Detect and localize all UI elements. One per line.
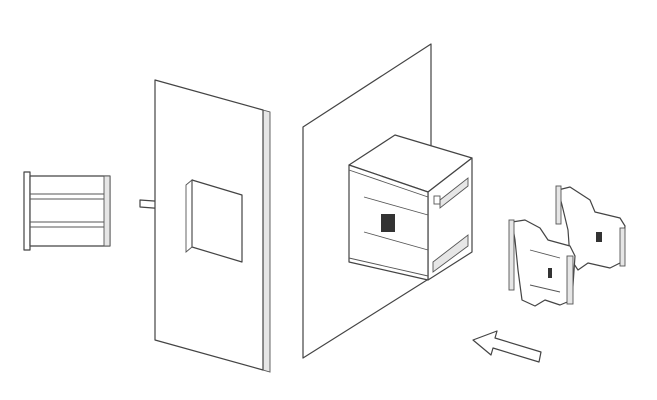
- device-unit: [348, 134, 473, 281]
- clip-insert-arrow-icon: [472, 330, 542, 363]
- mounting-clip-front: [508, 219, 576, 307]
- panel-with-cutout: [154, 79, 271, 373]
- mounting-clip-back: [555, 185, 626, 271]
- front-bezel: [23, 171, 111, 251]
